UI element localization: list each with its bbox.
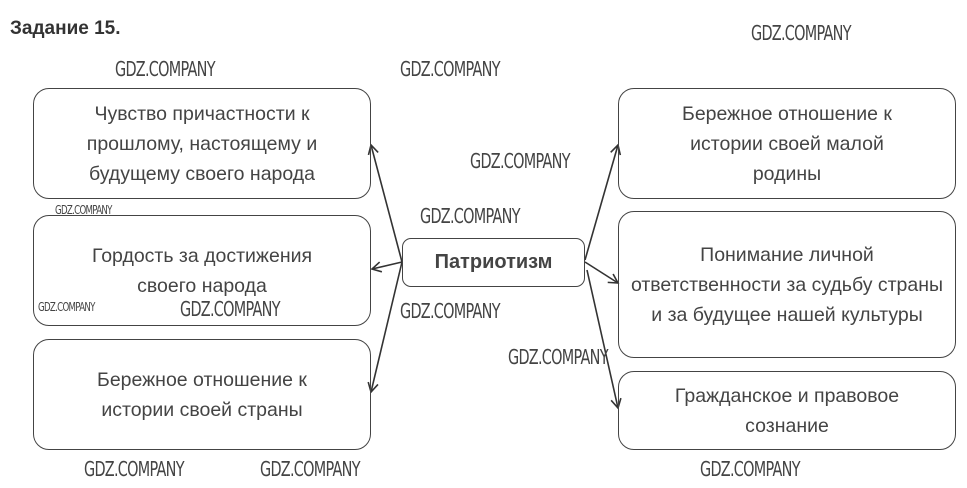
center-node-patriotism: Патриотизм (402, 238, 585, 287)
left-box-3: Бережное отношение к истории своей стран… (33, 339, 371, 450)
watermark: GDZ.COMPANY (470, 149, 570, 173)
right-box-1: Бережное отношение к истории своей малой… (618, 88, 956, 199)
watermark: GDZ.COMPANY (55, 203, 112, 217)
watermark: GDZ.COMPANY (115, 57, 215, 81)
watermark: GDZ.COMPANY (84, 457, 184, 481)
watermark: GDZ.COMPANY (508, 345, 608, 369)
left-box-2: Гордость за достижения своего народа (33, 215, 371, 326)
watermark: GDZ.COMPANY (751, 21, 851, 45)
arrow-right-3 (586, 269, 622, 410)
watermark: GDZ.COMPANY (400, 57, 500, 81)
watermark: GDZ.COMPANY (260, 457, 360, 481)
task-title: Задание 15. (10, 18, 121, 39)
right-box-2: Понимание личной ответственности за судь… (618, 211, 956, 358)
watermark: GDZ.COMPANY (180, 297, 280, 321)
right-box-3: Гражданское и правовое сознание (618, 371, 956, 450)
watermark: GDZ.COMPANY (38, 300, 95, 314)
watermark: GDZ.COMPANY (400, 299, 500, 323)
arrow-left-1 (367, 143, 403, 263)
arrow-right-2 (584, 261, 620, 284)
arrow-left-3 (367, 261, 403, 394)
arrow-right-1 (584, 143, 622, 261)
left-box-1: Чувство причастности к прошлому, настоящ… (33, 88, 371, 199)
watermark: GDZ.COMPANY (420, 204, 520, 228)
watermark: GDZ.COMPANY (700, 457, 800, 481)
arrow-left-2 (370, 261, 403, 273)
